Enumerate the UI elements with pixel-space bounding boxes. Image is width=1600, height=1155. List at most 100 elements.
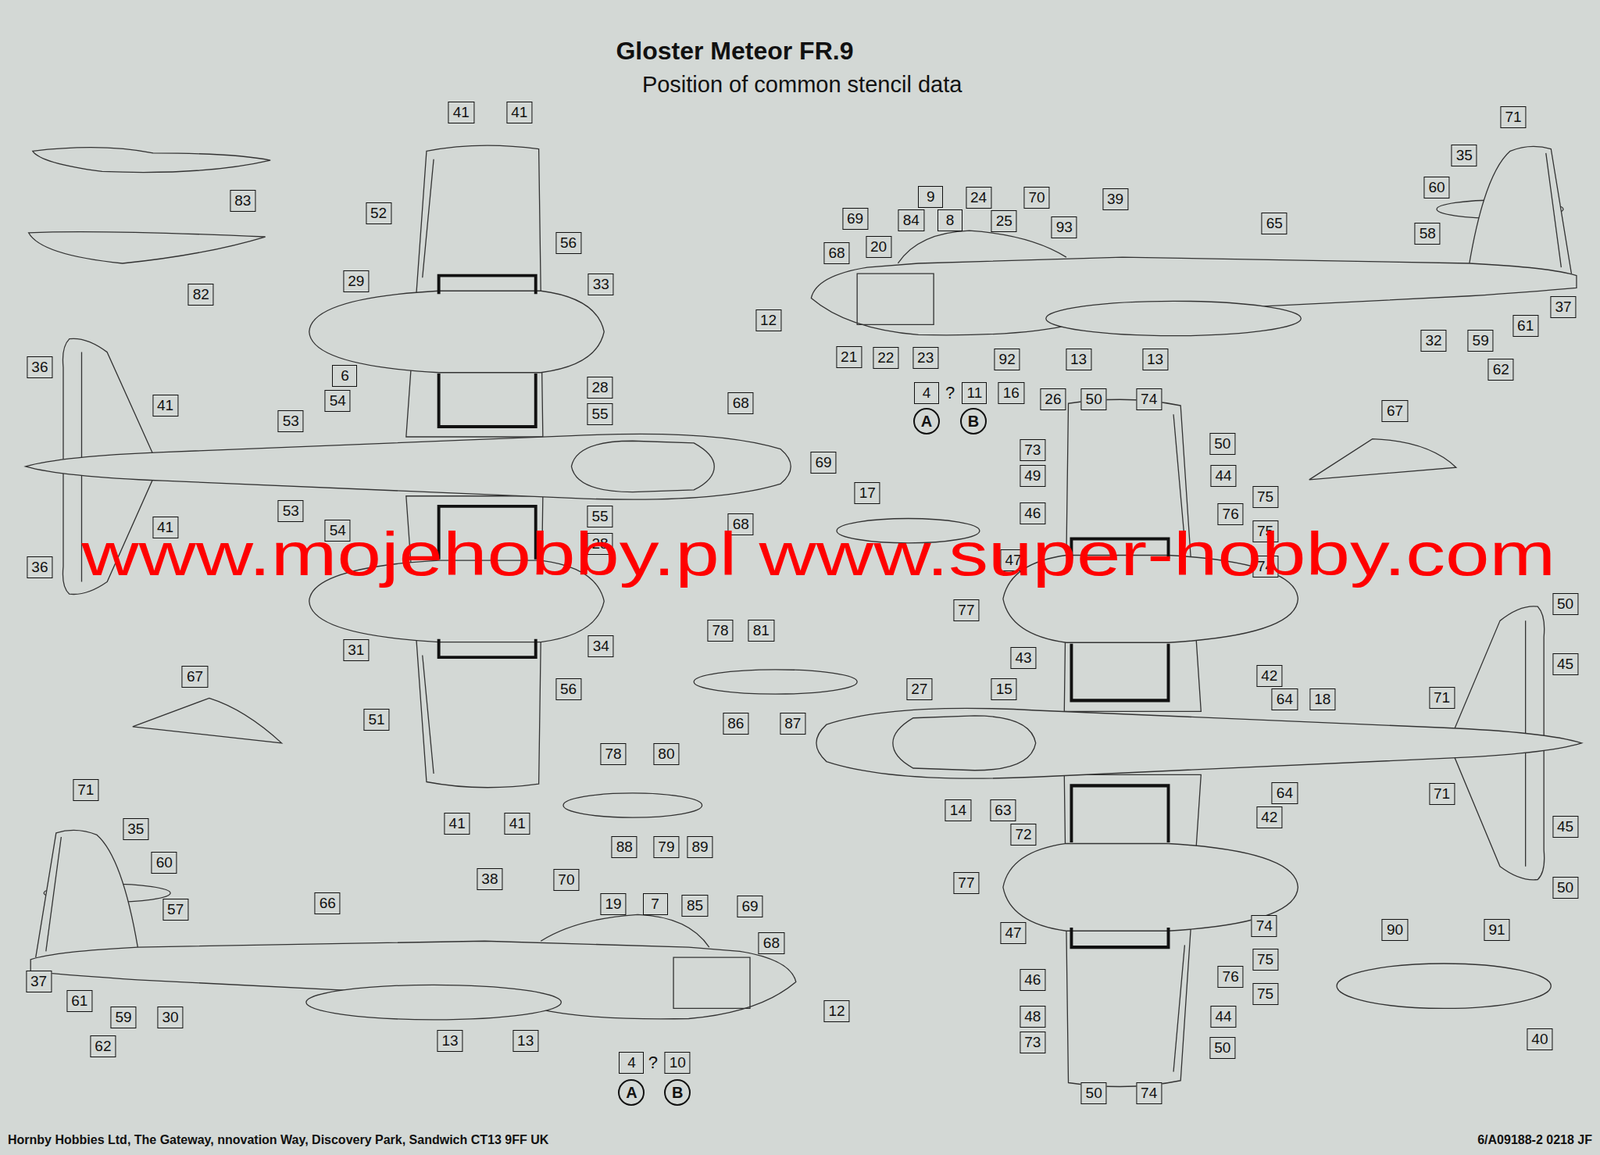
callout-number: 21: [835, 346, 862, 368]
callout-number: 82: [188, 283, 215, 306]
walkway-marking: [1071, 785, 1168, 843]
sheet-code: 6/A09188-2 0218 JF: [1477, 1132, 1593, 1147]
callout-number: 69: [736, 895, 763, 918]
walkway-marking: [1071, 643, 1168, 701]
callout-number: 48: [1019, 1005, 1046, 1028]
callout-number: 83: [229, 189, 256, 212]
callout-number: 38: [476, 867, 503, 890]
fairing-outline: [32, 147, 271, 173]
callout-number: 35: [1451, 144, 1478, 167]
callout-number: 61: [1512, 314, 1539, 337]
canopy-outline: [571, 440, 715, 492]
ventral-tank: [1336, 963, 1551, 1008]
drop-tank: [693, 669, 858, 694]
callout-number: 24: [965, 186, 992, 209]
callout-number: 14: [945, 799, 972, 822]
callout-number: 68: [728, 392, 754, 415]
callout-number: 77: [953, 599, 979, 622]
callout-number: 42: [1256, 664, 1283, 687]
callout-number: 9: [917, 185, 943, 208]
callout-number: 39: [1102, 188, 1129, 211]
callout-number: 91: [1484, 918, 1511, 941]
callout-number: 66: [314, 892, 341, 915]
callout-number: 74: [1135, 1082, 1162, 1104]
callout-number: 36: [26, 556, 53, 579]
callout-number: 46: [1019, 968, 1046, 991]
subtitle: Position of common stencil data: [642, 71, 962, 98]
nacelle-outline: [309, 290, 604, 372]
callout-number: 57: [162, 898, 189, 921]
walkway-marking: [1071, 927, 1168, 947]
callout-number: 43: [1010, 646, 1036, 669]
callout-number: 13: [436, 1029, 463, 1052]
callout-number: 71: [72, 778, 99, 801]
callout-number: 51: [363, 708, 390, 731]
callout-number: 32: [1421, 329, 1447, 352]
title: Gloster Meteor FR.9: [615, 36, 854, 66]
callout-number: 67: [1382, 400, 1408, 422]
callout-number: 6: [332, 364, 358, 387]
callout-number: 45: [1552, 653, 1579, 675]
callout-number: 53: [278, 410, 304, 433]
callout-number: 12: [823, 1000, 850, 1022]
callout-number: 50: [1081, 388, 1108, 411]
rudder-line: [46, 836, 62, 951]
drop-tank: [563, 792, 703, 818]
aileron-line: [422, 159, 434, 279]
rudder-line: [1546, 153, 1562, 268]
callout-number: 69: [810, 451, 836, 474]
callout-number: 41: [448, 101, 475, 124]
fuselage-outline: [25, 433, 792, 500]
callout-number: 13: [1065, 348, 1092, 371]
callout-number: 86: [722, 712, 749, 735]
callout-number: 8: [937, 209, 963, 232]
callout-number: 65: [1261, 212, 1288, 235]
callout-number: 25: [991, 210, 1018, 233]
callout-number: 68: [758, 932, 785, 954]
callout-number: 70: [1023, 186, 1050, 209]
callout-number: 37: [25, 970, 52, 993]
callout-number: 75: [1252, 485, 1279, 508]
callout-number: 74: [1251, 914, 1278, 937]
callout-number: 89: [686, 835, 713, 858]
walkway-marking: [439, 275, 536, 295]
callout-number: 76: [1217, 965, 1244, 988]
callout-number: 75: [1252, 982, 1279, 1005]
callout-number: 50: [1081, 1082, 1108, 1104]
callout-number: 13: [1142, 348, 1168, 371]
callout-number: 41: [504, 812, 531, 835]
callout-number: 78: [707, 619, 734, 642]
callout-number: 74: [1135, 388, 1162, 411]
callout-number: 53: [278, 500, 304, 522]
aircraft-drawings: [25, 145, 1583, 1086]
callout-number: 81: [748, 619, 775, 642]
variant-letter: B: [960, 407, 987, 435]
wing-section: [1046, 300, 1302, 336]
callout-number: 88: [611, 835, 638, 858]
callout-number: 30: [157, 1006, 184, 1029]
callout-number: 47: [1000, 921, 1026, 944]
callout-number: 12: [755, 309, 782, 332]
callout-number: 75: [1252, 948, 1279, 971]
canopy-outline: [892, 715, 1036, 771]
query-mark: ?: [945, 382, 955, 404]
callout-number: 70: [553, 868, 579, 891]
callout-number: 77: [953, 871, 979, 894]
callout-number: 22: [872, 346, 899, 369]
callout-number: 17: [854, 482, 881, 504]
callout-number: 56: [555, 678, 582, 700]
callout-number: 37: [1550, 296, 1576, 318]
fuselage-outline: [816, 707, 1583, 779]
variant-letter: B: [664, 1078, 691, 1106]
camera-bay-panel: [857, 273, 934, 325]
callout-number: 10: [664, 1051, 691, 1074]
callout-number: 50: [1209, 1036, 1236, 1059]
fairing-outline: [28, 232, 266, 264]
camera-bay-panel: [673, 957, 750, 1008]
callout-number: 73: [1019, 1031, 1046, 1054]
callout-number: 59: [110, 1006, 136, 1029]
callout-number: 62: [89, 1035, 116, 1058]
callout-number: 92: [994, 348, 1021, 371]
callout-number: 56: [555, 232, 582, 254]
